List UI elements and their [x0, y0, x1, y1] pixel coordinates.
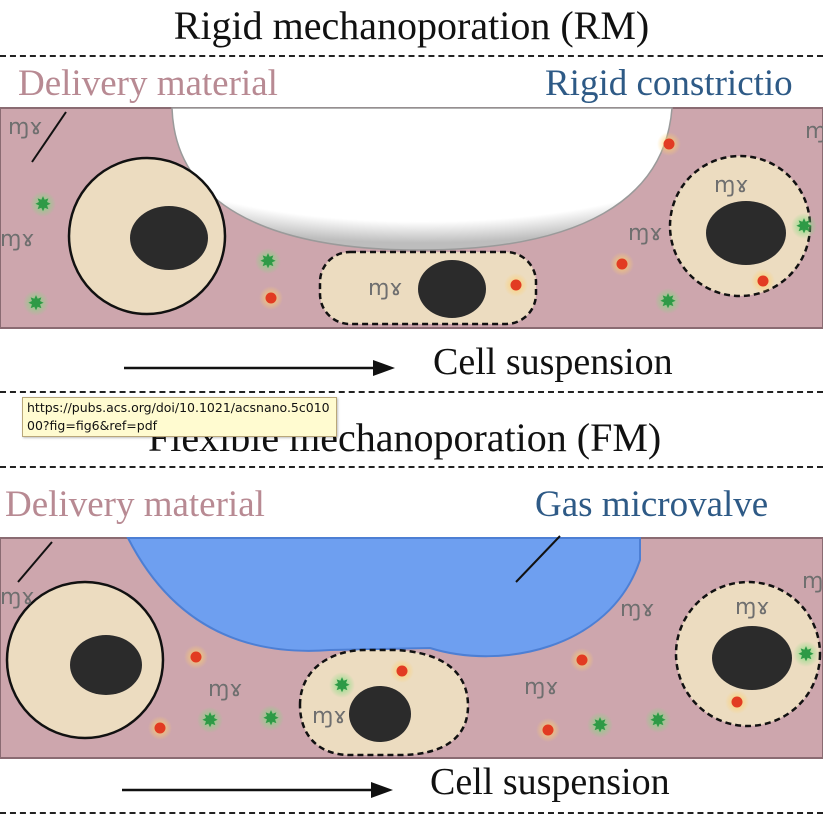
fm-valve-pointer [515, 535, 561, 583]
rm-bottom-divider [0, 391, 823, 393]
svg-text:✸: ✸ [650, 708, 667, 732]
fm-flow-label: Cell suspension [430, 761, 670, 803]
rm-material-glyph: ɱɤ [628, 221, 663, 246]
fm-material-glyph-right-cell: ɱɤ [735, 595, 770, 620]
rm-material-glyph: ɱɤ [805, 119, 823, 144]
rm-red-particle [610, 252, 634, 276]
fm-delivery-label: Delivery material [5, 484, 265, 525]
fm-red-particle [725, 690, 749, 714]
fm-material-glyph: ɱɤ [802, 569, 823, 594]
fm-nucleus-right [712, 626, 792, 690]
fm-red-particle [390, 659, 414, 683]
fm-nucleus-left [70, 635, 142, 695]
fm-green-particle: ✸ [197, 707, 223, 733]
rm-nucleus-left [130, 206, 208, 270]
fm-green-particle: ✸ [793, 641, 819, 667]
rm-material-glyph-cell: ɱɤ [368, 276, 403, 301]
svg-text:✸: ✸ [592, 713, 609, 737]
rm-flow-arrow [124, 360, 395, 376]
rm-nucleus-squeezed [418, 260, 486, 318]
fm-green-particle: ✸ [329, 672, 355, 698]
fm-gas-microvalve [126, 537, 641, 658]
rm-red-particle [751, 269, 775, 293]
rm-green-particle: ✸ [255, 248, 281, 274]
fm-red-particle [184, 645, 208, 669]
rm-flow-label: Cell suspension [433, 341, 673, 383]
rm-green-particle: ✸ [23, 290, 49, 316]
rm-red-particle [259, 286, 283, 310]
fm-nucleus-squeezed [349, 686, 411, 742]
fm-top-divider [0, 466, 823, 468]
rm-nucleus-right [706, 201, 786, 265]
svg-text:✸: ✸ [263, 706, 280, 730]
fm-green-particle: ✸ [645, 707, 671, 733]
rm-constriction-label: Rigid constrictio [545, 63, 793, 104]
fm-green-particle: ✸ [587, 712, 613, 738]
fm-green-particle: ✸ [258, 705, 284, 731]
fm-material-glyph: ɱɤ [0, 585, 35, 610]
rm-green-particle: ✸ [30, 191, 56, 217]
fm-material-glyph: ɱɤ [620, 597, 655, 622]
svg-text:✸: ✸ [202, 708, 219, 732]
fm-bottom-divider [0, 812, 823, 814]
fm-valve-label: Gas microvalve [535, 484, 769, 525]
rm-channel-diagram: ɱɤ ɱɤ ɱɤ ɱɤ ɱɤ ɱɤ ✸ ✸ ✸ ✸ ✸ [0, 107, 823, 329]
rm-title: Rigid mechanoporation (RM) [173, 3, 650, 48]
fm-flow-arrow [122, 782, 393, 798]
svg-text:✸: ✸ [28, 291, 45, 315]
rm-red-particle [657, 132, 681, 156]
fm-channel-diagram: ɱɤ ɱɤ ɱɤ ɱɤ ɱɤ ɱɤ ɱɤ ✸ ✸ ✸ ✸ ✸ ✸ [0, 535, 823, 759]
svg-text:✸: ✸ [35, 192, 52, 216]
rm-material-glyph: ɱɤ [8, 115, 43, 140]
fm-material-glyph: ɱɤ [208, 677, 243, 702]
rm-material-glyph-right-cell: ɱɤ [714, 173, 749, 198]
fm-material-glyph-cell: ɱɤ [312, 704, 347, 729]
svg-text:✸: ✸ [796, 214, 813, 238]
url-tooltip: https://pubs.acs.org/doi/10.1021/acsnano… [22, 397, 337, 437]
rm-green-particle: ✸ [791, 213, 817, 239]
rm-delivery-pointer [31, 111, 67, 163]
svg-text:✸: ✸ [334, 673, 351, 697]
svg-text:✸: ✸ [260, 249, 277, 273]
rm-green-particle: ✸ [655, 288, 681, 314]
rm-top-divider [0, 55, 823, 57]
rm-delivery-label: Delivery material [18, 63, 278, 104]
svg-text:✸: ✸ [798, 642, 815, 666]
rm-material-glyph: ɱɤ [0, 227, 35, 252]
fm-red-particle [570, 648, 594, 672]
fm-material-glyph: ɱɤ [524, 675, 559, 700]
svg-text:✸: ✸ [660, 289, 677, 313]
fm-red-particle [148, 716, 172, 740]
rm-red-particle [504, 273, 528, 297]
fm-red-particle [536, 718, 560, 742]
fm-delivery-pointer [17, 541, 53, 583]
